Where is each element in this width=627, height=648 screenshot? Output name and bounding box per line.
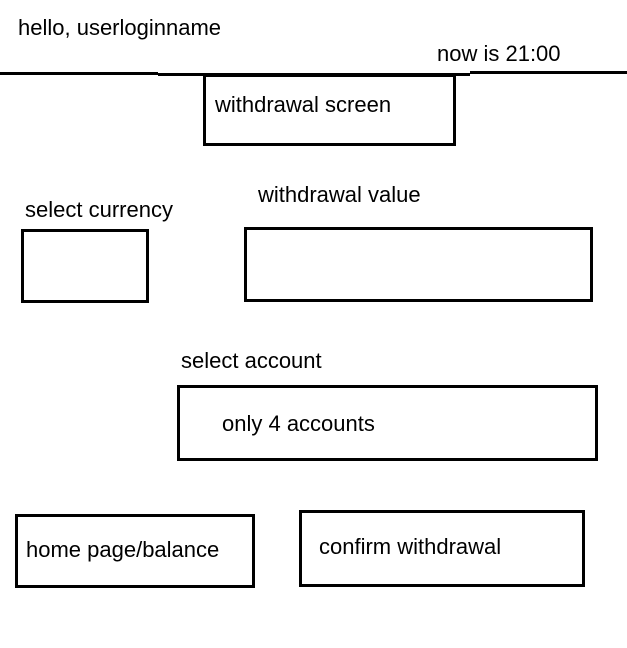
currency-label: select currency xyxy=(25,197,173,222)
account-select-value: only 4 accounts xyxy=(222,411,375,436)
confirm-withdrawal-button-label: confirm withdrawal xyxy=(319,534,502,559)
header-divider-right xyxy=(470,71,627,74)
current-time: now is 21:00 xyxy=(437,41,561,66)
account-label: select account xyxy=(181,348,322,373)
confirm-withdrawal-button[interactable]: confirm withdrawal xyxy=(299,510,585,587)
home-balance-button-label: home page/balance xyxy=(26,537,220,562)
amount-input[interactable] xyxy=(244,227,593,302)
currency-select[interactable] xyxy=(21,229,149,303)
home-balance-button[interactable]: home page/balance xyxy=(15,514,255,588)
screen-title: withdrawal screen xyxy=(215,92,392,117)
amount-label: withdrawal value xyxy=(258,182,421,207)
account-select[interactable]: only 4 accounts xyxy=(177,385,598,461)
screen-title-box: withdrawal screen xyxy=(203,74,456,146)
header-divider-left xyxy=(0,72,158,75)
greeting-text: hello, userloginname xyxy=(18,15,222,40)
